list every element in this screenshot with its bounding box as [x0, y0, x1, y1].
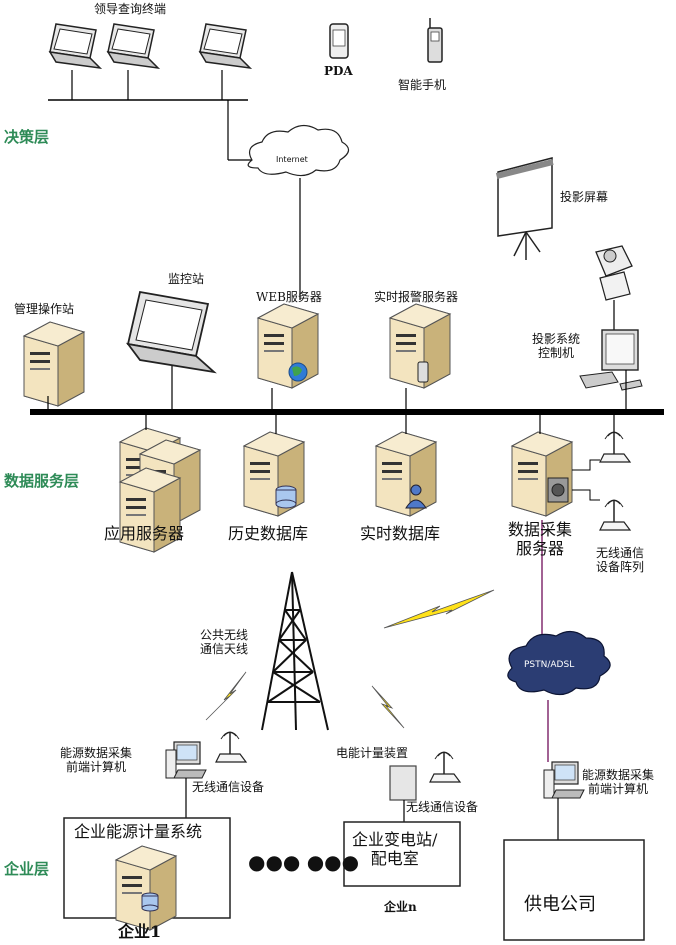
wireless-array-label: 无线通信 设备阵列 [596, 546, 644, 575]
right-pc-label-line1: 能源数据采集 [582, 768, 655, 782]
mgmt-station-label: 管理操作站 [14, 302, 75, 316]
monitor-station-label: 监控站 [168, 272, 205, 286]
right-pc-label: 能源数据采集 前端计算机 [582, 768, 654, 797]
pda-icon [329, 23, 349, 59]
enterprise1-label: 企业1 [118, 922, 162, 941]
wireless-array-label-line2: 设备阵列 [596, 560, 645, 575]
meter-device-label: 电能计量装置 [336, 746, 409, 760]
app-server-label: 应用服务器 [104, 524, 185, 543]
projection-screen-icon [495, 157, 554, 260]
antenna-label: 公共无线 通信天线 [200, 628, 248, 657]
tier-data-service-label: 数据服务层 [4, 472, 80, 490]
antenna-label-line2: 通信天线 [200, 642, 249, 657]
wireless-array-label-line1: 无线通信 [596, 546, 645, 560]
realtime-db-label: 实时数据库 [360, 524, 441, 543]
user-icon [405, 484, 427, 509]
power-company-label: 供电公司 [524, 894, 596, 915]
history-db-label: 历史数据库 [228, 524, 309, 543]
alarm-server-label: 实时报警服务器 [374, 290, 459, 304]
projection-control-label-line2: 控制机 [538, 346, 575, 361]
projector-icon [595, 245, 633, 330]
right-pc-label-line2: 前端计算机 [588, 782, 649, 797]
enterprise-system-box-label: 企业能源计量系统 [74, 822, 203, 841]
ellipsis: ●●● ●●● [248, 850, 360, 874]
lightning-icon [205, 589, 495, 729]
antenna-tower-icon [261, 571, 329, 731]
desktop-pc-icon [579, 329, 643, 391]
substation-label: 企业变电站/ 配电室 [352, 830, 437, 868]
wireless-device-label: 无线通信设备 [192, 780, 265, 794]
smartphone-label: 智能手机 [398, 78, 447, 92]
tier-enterprise-label: 企业层 [4, 860, 50, 878]
terminals-label: 领导查询终端 [94, 2, 167, 16]
internet-label: Internet [276, 155, 308, 164]
substation-label-line1: 企业变电站/ [352, 830, 438, 849]
collector-label-line1: 数据采集 [508, 520, 573, 539]
collector-label-line2: 服务器 [516, 539, 565, 559]
projection-control-label: 投影系统 控制机 [532, 332, 580, 361]
enterprisen-label: 企业n [384, 900, 417, 914]
front-pc-label-line2: 前端计算机 [66, 760, 127, 775]
front-pc-label-line1: 能源数据采集 [60, 746, 133, 760]
laptop-icon [125, 290, 217, 374]
database-icon [275, 485, 297, 509]
web-server-label: WEB服务器 [256, 290, 322, 304]
wireless-device-label-2: 无线通信设备 [406, 800, 479, 814]
collector-label: 数据采集 服务器 [508, 520, 572, 558]
projection-control-label-line1: 投影系统 [532, 332, 581, 346]
projection-screen-label: 投影屏幕 [560, 190, 609, 204]
front-pc-label: 能源数据采集 前端计算机 [60, 746, 132, 775]
cloud-icon [247, 124, 350, 177]
antenna-label-line1: 公共无线 [200, 628, 249, 642]
smartphone-icon [427, 18, 443, 63]
pstn-label: PSTN/ADSL [524, 660, 575, 670]
tier-decision-label: 决策层 [4, 128, 50, 146]
pda-label: PDA [324, 64, 353, 78]
substation-label-line2: 配电室 [370, 849, 419, 869]
pstn-cloud [507, 630, 611, 696]
